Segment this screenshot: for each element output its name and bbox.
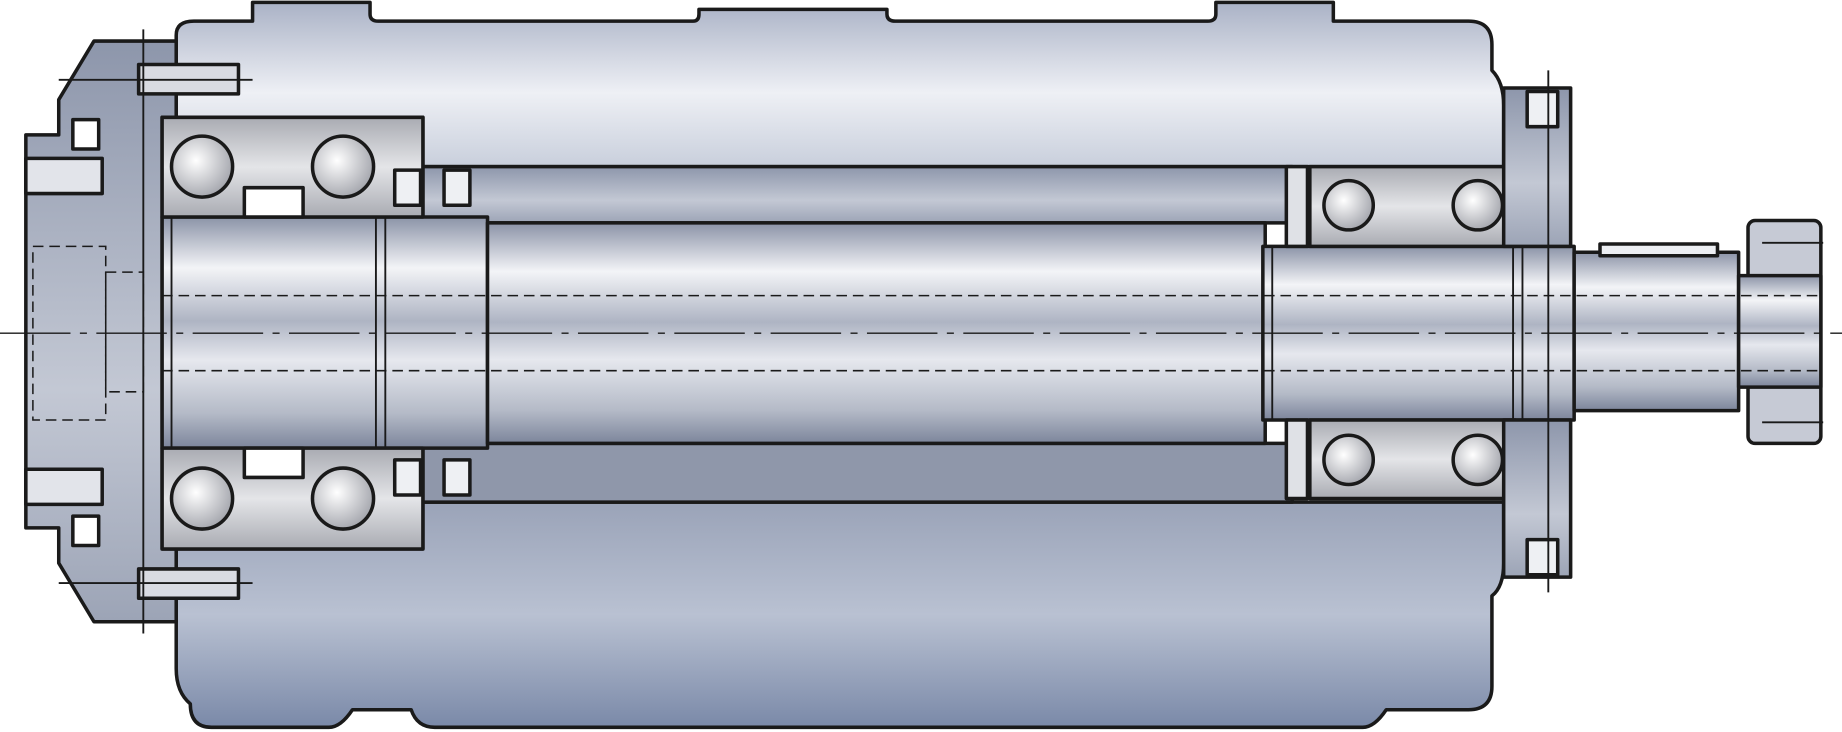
shaft-end <box>1572 250 1741 413</box>
set-screw <box>442 168 472 208</box>
left-bearing-pair-bottom <box>160 446 425 551</box>
bearing-ball <box>310 466 376 531</box>
flange-key-top <box>71 117 101 151</box>
flange-bolt-bottom <box>24 467 104 507</box>
right-bearing-pair-bottom <box>1308 418 1518 501</box>
spacer-ring <box>1284 418 1310 501</box>
bearing-ball <box>1322 178 1376 232</box>
bearing-ball <box>310 134 376 199</box>
bore-upper <box>421 164 1294 225</box>
left-flange-cap <box>24 39 178 624</box>
bearing-ball <box>169 466 235 531</box>
bore-lower <box>421 441 1294 504</box>
flange-key-bottom <box>71 514 101 548</box>
left-bearing-pair-top <box>160 115 425 219</box>
set-screw <box>442 458 472 497</box>
bearing-ball <box>1451 178 1505 232</box>
housing-lower <box>174 500 1506 730</box>
bearing-ball <box>169 134 235 199</box>
bearing-ball <box>1451 433 1505 487</box>
set-screw <box>392 458 423 497</box>
bearing-ball <box>1322 433 1376 487</box>
set-screw <box>392 168 423 208</box>
housing-upper <box>174 0 1506 169</box>
end-nut-bore <box>1736 273 1823 389</box>
spacer-ring <box>1284 164 1310 249</box>
right-bearing-pair-top <box>1308 164 1518 249</box>
shaft-inner-bore <box>32 245 107 421</box>
flange-bolt-top <box>24 156 104 196</box>
shaft-key <box>1598 242 1720 258</box>
